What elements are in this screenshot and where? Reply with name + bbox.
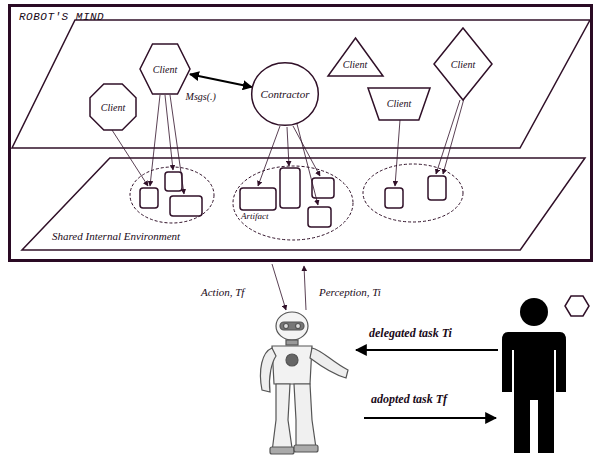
agent-label: Client — [153, 64, 177, 75]
use-line — [287, 127, 289, 166]
artifact-label: Artifact — [240, 211, 270, 221]
plane-path — [22, 158, 585, 250]
robot-illustration — [260, 312, 348, 454]
use-line — [258, 126, 280, 186]
agent-label: Client — [101, 102, 125, 113]
artifact-group — [233, 166, 353, 240]
plane-outline — [22, 158, 585, 250]
artifact-group — [130, 167, 214, 223]
octagon-outline — [90, 84, 136, 130]
artifact-box — [308, 207, 331, 227]
artifact-box — [428, 176, 446, 200]
title-label: ROBOT'S MIND — [19, 11, 104, 23]
artifact-box — [240, 188, 276, 210]
agent-label: Client — [451, 59, 475, 70]
artifact-box — [170, 196, 202, 216]
use-line — [436, 100, 460, 174]
diamond-path — [434, 28, 492, 100]
use-line — [293, 126, 320, 176]
message-arrow — [190, 74, 252, 87]
artifact-box — [385, 188, 403, 208]
circle-path — [252, 63, 319, 126]
diamond-outline — [434, 28, 492, 100]
client-hexagon: Client — [140, 44, 190, 94]
adoption-label: adopted task Tf — [370, 392, 448, 407]
hexagon-symbol — [565, 296, 589, 316]
agent-label: Client — [343, 59, 367, 70]
use-line — [395, 120, 400, 186]
delegation-label: delegated task Ti — [368, 326, 453, 341]
plane-label: Shared Internal Environment — [52, 230, 180, 242]
artifact-box — [140, 188, 158, 208]
delegation-arrow — [356, 349, 498, 351]
shared-environment-plane: Shared Internal Environment — [22, 158, 585, 250]
artifact-box — [280, 168, 300, 208]
trapezoid-path — [368, 88, 430, 120]
artifact-box — [165, 172, 182, 191]
use-line — [170, 95, 184, 194]
client-diamond: Client — [434, 28, 492, 100]
adoption-arrow — [364, 417, 496, 419]
action-label: Action, Tf — [200, 286, 245, 298]
trapezoid-outline — [368, 88, 430, 120]
agent-label: Contractor — [261, 88, 310, 100]
triangle-path — [328, 38, 383, 76]
hexagon-path — [140, 44, 190, 94]
triangle-outline — [328, 38, 383, 76]
use-line — [443, 95, 465, 174]
use-line — [112, 130, 148, 186]
client-trapezoid: Client — [368, 88, 430, 120]
artifact-group — [363, 164, 463, 222]
hexagon-outline — [140, 44, 190, 94]
octagon-path — [90, 84, 136, 130]
perception-line — [304, 266, 306, 310]
contractor-circle: Contractor — [251, 62, 319, 126]
human-figure — [502, 298, 566, 453]
perception-label: Perception, Ti — [318, 286, 382, 298]
circle-outline — [251, 62, 319, 126]
agents-plane — [12, 20, 590, 148]
use-line — [297, 124, 318, 205]
action-line — [272, 264, 286, 310]
client-octagon: Client — [90, 84, 136, 130]
mind-frame: ROBOT'S MINDClientClientContractorClient… — [8, 4, 593, 262]
agent-label: Client — [387, 98, 411, 109]
use-line — [150, 95, 160, 186]
client-triangle: Client — [328, 38, 383, 76]
edge-label: Msgs(.) — [185, 91, 217, 102]
